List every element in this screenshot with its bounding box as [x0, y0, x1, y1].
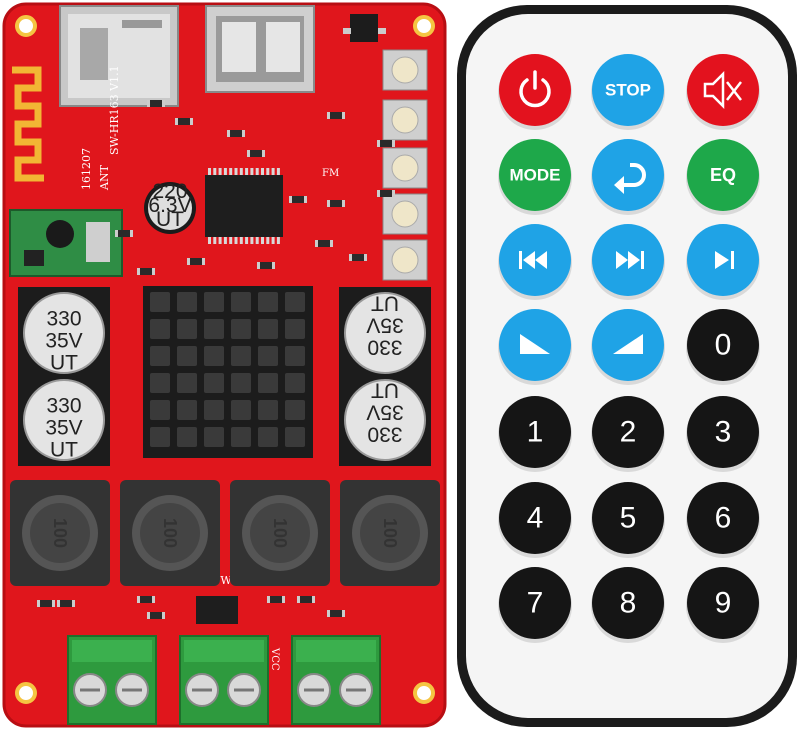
- inductor: 100: [10, 480, 110, 586]
- remote-button-volume-up[interactable]: [591, 309, 665, 385]
- remote-button-0[interactable]: 0: [686, 309, 760, 385]
- inductor: 100: [230, 480, 330, 586]
- remote-button-label: 7: [527, 587, 544, 620]
- inductor-label: 100: [270, 518, 290, 548]
- remote-button-label: 8: [620, 587, 637, 620]
- smd-components: [37, 100, 395, 619]
- screw-terminal: [67, 635, 157, 725]
- silk-fm: FM: [322, 168, 339, 179]
- remote-button-label: 4: [527, 502, 544, 535]
- capacitor-label: 330: [46, 395, 81, 418]
- capacitor-label: 330: [46, 308, 81, 331]
- screw-terminal: [179, 635, 269, 725]
- remote-button-label: 3: [715, 416, 732, 449]
- capacitor-label: 330: [367, 336, 402, 359]
- remote-button-volume-down[interactable]: [498, 309, 572, 385]
- antenna-trace: [12, 66, 44, 182]
- remote-button-label: EQ: [710, 165, 736, 185]
- bluetooth-module: [9, 209, 123, 277]
- play-pause-icon: [715, 251, 734, 269]
- remote-button-previous[interactable]: [498, 224, 572, 300]
- return-icon: [614, 163, 646, 194]
- ir-remote-control: STOP MODE EQ 0 1 2 3 4 5 6 7 8 9: [457, 5, 797, 727]
- remote-button-5[interactable]: 5: [591, 482, 665, 558]
- inductor: 100: [340, 480, 440, 586]
- inductor-label: 100: [380, 518, 400, 548]
- remote-button-label: MODE: [510, 166, 561, 185]
- capacitor-label: UT: [50, 439, 78, 462]
- remote-button-play-pause[interactable]: [686, 224, 760, 300]
- remote-button-mode[interactable]: MODE: [498, 139, 572, 215]
- capacitor-label: 35V: [366, 314, 403, 337]
- remote-button-power[interactable]: [498, 54, 572, 130]
- small-cap-value: 220: [152, 180, 187, 203]
- remote-button-label: 2: [620, 416, 637, 449]
- volume-down-icon: [520, 334, 550, 354]
- remote-button-7[interactable]: 7: [498, 567, 572, 643]
- heatsink: [143, 286, 313, 458]
- capacitor-label: 35V: [45, 417, 82, 440]
- remote-button-stop[interactable]: STOP: [591, 54, 665, 130]
- amplifier-board: 220 6.3V UT SW-HR163 V1.1 161207 ANT POW…: [2, 2, 447, 728]
- remote-button-return[interactable]: [591, 139, 665, 215]
- remote-button-next[interactable]: [591, 224, 665, 300]
- capacitor-label: 35V: [45, 330, 82, 353]
- next-icon: [616, 251, 644, 269]
- small-cap-series: UT: [156, 208, 184, 231]
- remote-button-2[interactable]: 2: [591, 396, 665, 472]
- remote-button-eq[interactable]: EQ: [686, 139, 760, 215]
- remote-button-label: 1: [527, 416, 544, 449]
- remote-button-label: 9: [715, 587, 732, 620]
- remote-button-label: 0: [715, 329, 732, 362]
- sd-card-slot: [59, 5, 179, 107]
- small-cap-voltage: 6.3V: [148, 194, 191, 217]
- remote-button-label: STOP: [605, 81, 651, 100]
- silk-vcc: VCC: [269, 647, 280, 671]
- inductor-label: 100: [50, 518, 70, 548]
- silk-date: 161207: [80, 148, 93, 190]
- remote-button-mute[interactable]: [686, 54, 760, 130]
- remote-button-3[interactable]: 3: [686, 396, 760, 472]
- remote-button-8[interactable]: 8: [591, 567, 665, 643]
- screw-terminal: [291, 635, 381, 725]
- remote-button-4[interactable]: 4: [498, 482, 572, 558]
- silk-ant: ANT: [98, 164, 111, 191]
- volume-up-icon: [613, 334, 643, 354]
- audio-chip: [205, 168, 283, 244]
- capacitor-label: UT: [371, 379, 399, 402]
- silk-model: SW-HR163 V1.1: [108, 65, 121, 155]
- remote-button-6[interactable]: 6: [686, 482, 760, 558]
- mounting-holes: [15, 15, 435, 704]
- capacitor-label: UT: [371, 292, 399, 315]
- usb-port: [205, 5, 315, 93]
- previous-icon: [519, 251, 547, 269]
- inductor-label: 100: [160, 518, 180, 548]
- remote-button-9[interactable]: 9: [686, 567, 760, 643]
- power-icon: [519, 78, 551, 108]
- inductor: 100: [120, 480, 220, 586]
- small-capacitor: 220 6.3V UT: [144, 180, 196, 234]
- remote-button-1[interactable]: 1: [498, 396, 572, 472]
- remote-button-label: 6: [715, 502, 732, 535]
- tactile-buttons: [382, 49, 428, 281]
- mute-icon: [703, 70, 742, 110]
- capacitor-label: UT: [50, 352, 78, 375]
- remote-button-label: 5: [620, 502, 637, 535]
- capacitor-label: 330: [367, 423, 402, 446]
- capacitor-label: 35V: [366, 401, 403, 424]
